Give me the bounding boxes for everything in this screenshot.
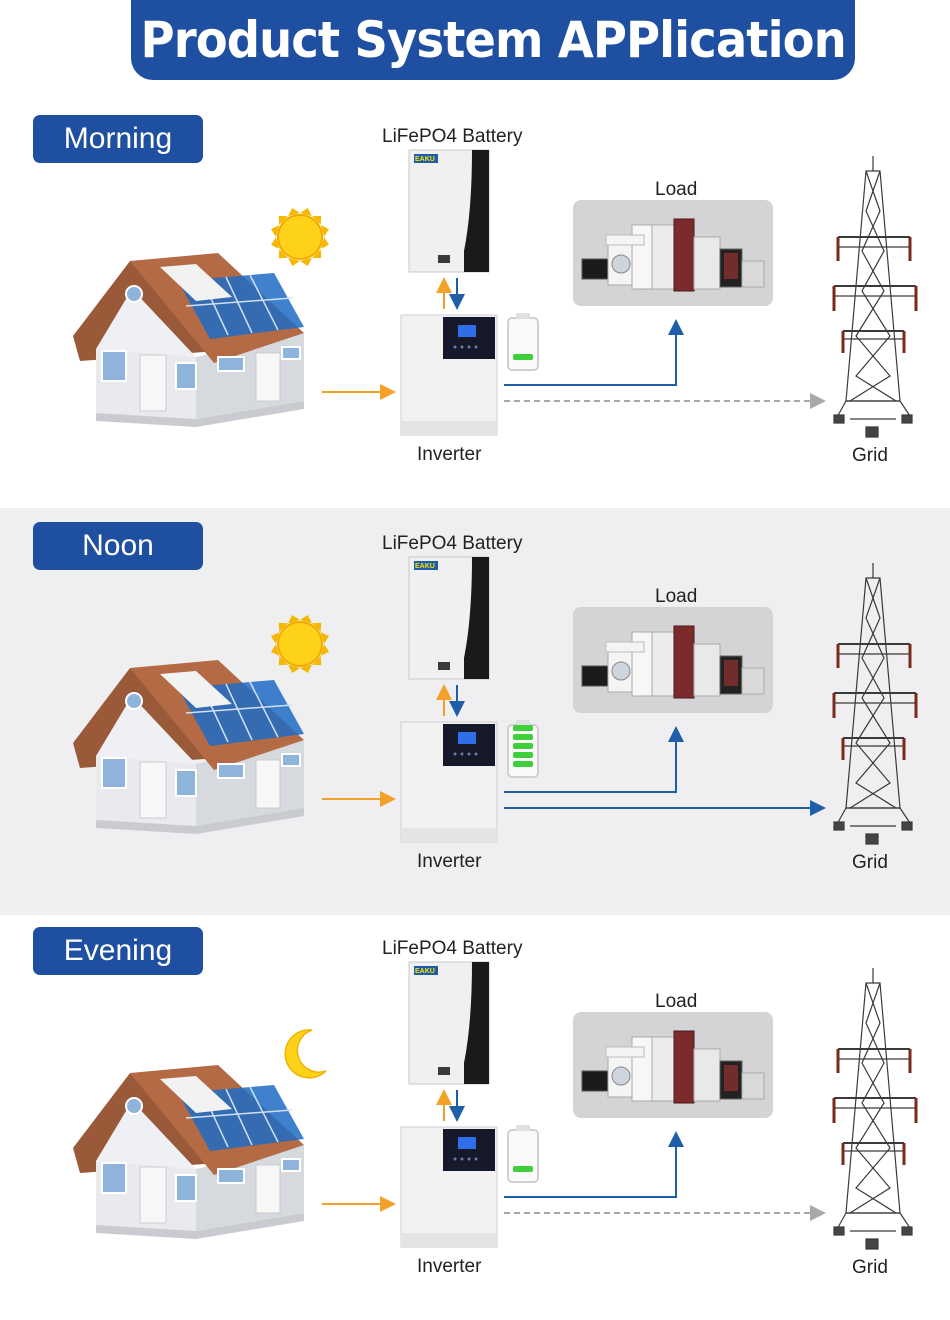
load-label: Load — [655, 586, 698, 607]
moon-icon — [284, 1029, 327, 1079]
inverter-unit — [400, 721, 498, 843]
scenario-label: Evening — [33, 927, 203, 975]
inverter-label: Inverter — [417, 851, 482, 872]
inverter-to-load-arrow — [504, 1131, 684, 1198]
lifepo4-battery-unit — [408, 961, 490, 1085]
title-banner: Product System APPlication — [131, 0, 855, 80]
battery-level-icon — [507, 1125, 539, 1183]
scenario-diagram: EAKU — [73, 556, 918, 845]
inverter-label: Inverter — [417, 1256, 482, 1277]
scenario-section-noon: Noon EAKU — [0, 508, 950, 915]
appliances-icon — [581, 218, 765, 292]
battery-label: LiFePO4 Battery — [382, 938, 523, 959]
scenario-diagram: EAKU — [73, 149, 918, 438]
lifepo4-battery-unit — [408, 149, 490, 273]
load-label: Load — [655, 991, 698, 1012]
scenario-label: Noon — [33, 522, 203, 570]
grid-tower-icon — [832, 563, 918, 845]
grid-tower-icon — [832, 156, 918, 438]
inverter-label: Inverter — [417, 444, 482, 465]
appliances-icon — [581, 625, 765, 699]
scenario-diagram: EAKU — [73, 961, 918, 1250]
inverter-to-load-arrow — [504, 319, 684, 386]
scenario-label: Morning — [33, 115, 203, 163]
sun-icon — [271, 615, 329, 673]
scenario-section-evening: Evening EAKU — [0, 913, 950, 1320]
grid-label: Grid — [852, 445, 888, 466]
grid-tower-icon — [832, 968, 918, 1250]
battery-label: LiFePO4 Battery — [382, 533, 523, 554]
inverter-unit — [400, 1126, 498, 1248]
battery-level-icon — [507, 313, 539, 371]
grid-label: Grid — [852, 1257, 888, 1278]
house-icon — [73, 253, 304, 427]
sun-icon — [271, 208, 329, 266]
page-title: Product System APPlication — [140, 11, 846, 69]
inverter-unit — [400, 314, 498, 436]
battery-logo: EAKU — [415, 563, 435, 570]
house-icon — [73, 1065, 304, 1239]
load-label: Load — [655, 179, 698, 200]
scenario-label-text: Noon — [82, 529, 154, 562]
house-icon — [73, 660, 304, 834]
lifepo4-battery-unit — [408, 556, 490, 680]
scenario-label-text: Evening — [63, 934, 173, 967]
inverter-to-load-arrow — [504, 726, 684, 793]
battery-level-icon — [507, 720, 539, 778]
appliances-icon — [581, 1030, 765, 1104]
grid-label: Grid — [852, 852, 888, 873]
battery-label: LiFePO4 Battery — [382, 126, 523, 147]
battery-logo: EAKU — [415, 968, 435, 975]
battery-logo: EAKU — [415, 156, 435, 163]
scenario-section-morning: Morning EAKU — [0, 101, 950, 508]
scenario-label-text: Morning — [63, 122, 173, 155]
